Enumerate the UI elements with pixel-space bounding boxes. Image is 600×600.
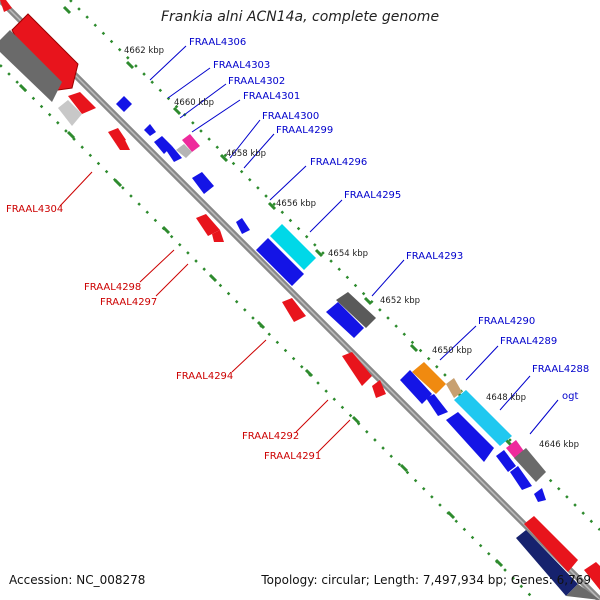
gene-arrow-blue-4293b[interactable] [326,302,364,338]
gene-arrow-fraal4289[interactable] [454,390,512,446]
gene-arrow-fraal4306[interactable] [116,96,132,112]
blue-gene-l6[interactable] [534,488,546,502]
gene-label[interactable]: FRAAL4290 [478,316,535,327]
gene-arrow-fraal4295[interactable] [256,238,304,286]
gene-label[interactable]: FRAAL4295 [344,190,401,201]
red-corner-arrow[interactable] [584,562,600,590]
gene-label[interactable]: FRAAL4298 [84,282,141,293]
gene-arrow-fraal4291[interactable] [372,380,386,398]
forward-gene-labels: FRAAL4306 FRAAL4303 FRAAL4302 FRAAL4301 … [189,37,589,402]
gene-label[interactable]: FRAAL4300 [262,111,319,122]
major-ticks [18,5,514,568]
gene-label[interactable]: FRAAL4292 [242,431,299,442]
gene-arrow-fraal4304[interactable] [12,14,78,92]
gene-label[interactable]: FRAAL4303 [213,60,270,71]
tick-label: 4646 kbp [539,440,579,450]
gene-label[interactable]: FRAAL4297 [100,297,157,308]
blue-gene-l1[interactable] [400,370,432,404]
gene-arrow-fraal4299[interactable] [192,172,214,194]
gene-label[interactable]: ogt [562,391,578,402]
gray-gene-arrow-outer[interactable] [0,30,62,102]
blue-gene-l2[interactable] [426,394,448,416]
gene-label[interactable]: FRAAL4299 [276,125,333,136]
red-corner-arrow-top[interactable] [0,0,12,12]
gene-label[interactable]: FRAAL4291 [264,451,321,462]
gene-arrow-fraal4296[interactable] [270,224,316,270]
tick-label: 4660 kbp [174,98,214,108]
tick-ring-inner [0,64,536,600]
leader-lines [59,45,559,453]
lightgray-gene-arrow[interactable] [58,100,82,126]
red-gene-small-a[interactable] [68,92,96,114]
genome-summary: Topology: circular; Length: 7,497,934 bp… [261,573,591,587]
blue-gene-l3[interactable] [446,412,494,462]
gene-arrow-fraal4290[interactable] [412,362,446,394]
gene-arrow-ogt[interactable] [514,448,546,482]
tick-label: 4648 kbp [486,393,526,403]
gene-label[interactable]: FRAAL4304 [6,204,63,215]
gene-arrow-fraal4300[interactable] [176,144,192,158]
gene-label[interactable]: FRAAL4289 [500,336,557,347]
gene-arrow-fraal4293[interactable] [336,292,376,328]
tick-label: 4654 kbp [328,249,368,259]
gene-arrow-fraal4292[interactable] [342,352,372,386]
tick-label: 4662 kbp [124,46,164,56]
reverse-gene-labels: FRAAL4304 FRAAL4298 FRAAL4297 FRAAL4294 … [6,204,321,462]
tick-label: 4656 kbp [276,199,316,209]
forward-strand-features [116,96,546,502]
tick-label: 4652 kbp [380,296,420,306]
gene-arrow-fraal4302b[interactable] [166,146,182,162]
gray-gene-arrow-bottom[interactable] [566,584,600,600]
gene-label[interactable]: FRAAL4294 [176,371,233,382]
blue-gene-l5[interactable] [510,466,532,490]
tick-label: 4658 kbp [226,149,266,159]
tick-labels: 4662 kbp 4660 kbp 4658 kbp 4656 kbp 4654… [124,46,579,450]
navy-gene-arrow[interactable] [516,530,578,596]
gene-arrow-fraal4294[interactable] [282,298,306,322]
gene-arrow-fraal4297[interactable] [212,230,224,242]
gene-label[interactable]: FRAAL4302 [228,76,285,87]
gene-label[interactable]: FRAAL4293 [406,251,463,262]
gene-label[interactable]: FRAAL4288 [532,364,589,375]
blue-gene-l4[interactable] [496,450,516,472]
gene-arrow-fraal4298[interactable] [196,214,220,236]
gene-arrow-fraal4296a[interactable] [236,218,250,234]
accession-label: Accession: NC_008278 [9,573,146,587]
gene-arrow-fraal4290b[interactable] [446,378,462,398]
gene-arrow-fraal4303[interactable] [144,124,156,136]
map-title: Frankia alni ACN14a, complete genome [160,9,440,25]
gene-label[interactable]: FRAAL4301 [243,91,300,102]
red-gene-small-c[interactable] [116,138,130,150]
red-gene-arrow-bottom[interactable] [524,516,578,572]
gene-label[interactable]: FRAAL4306 [189,37,246,48]
gene-arrow-fraal4301[interactable] [182,134,200,152]
gene-label[interactable]: FRAAL4296 [310,157,367,168]
tick-label: 4650 kbp [432,346,472,356]
